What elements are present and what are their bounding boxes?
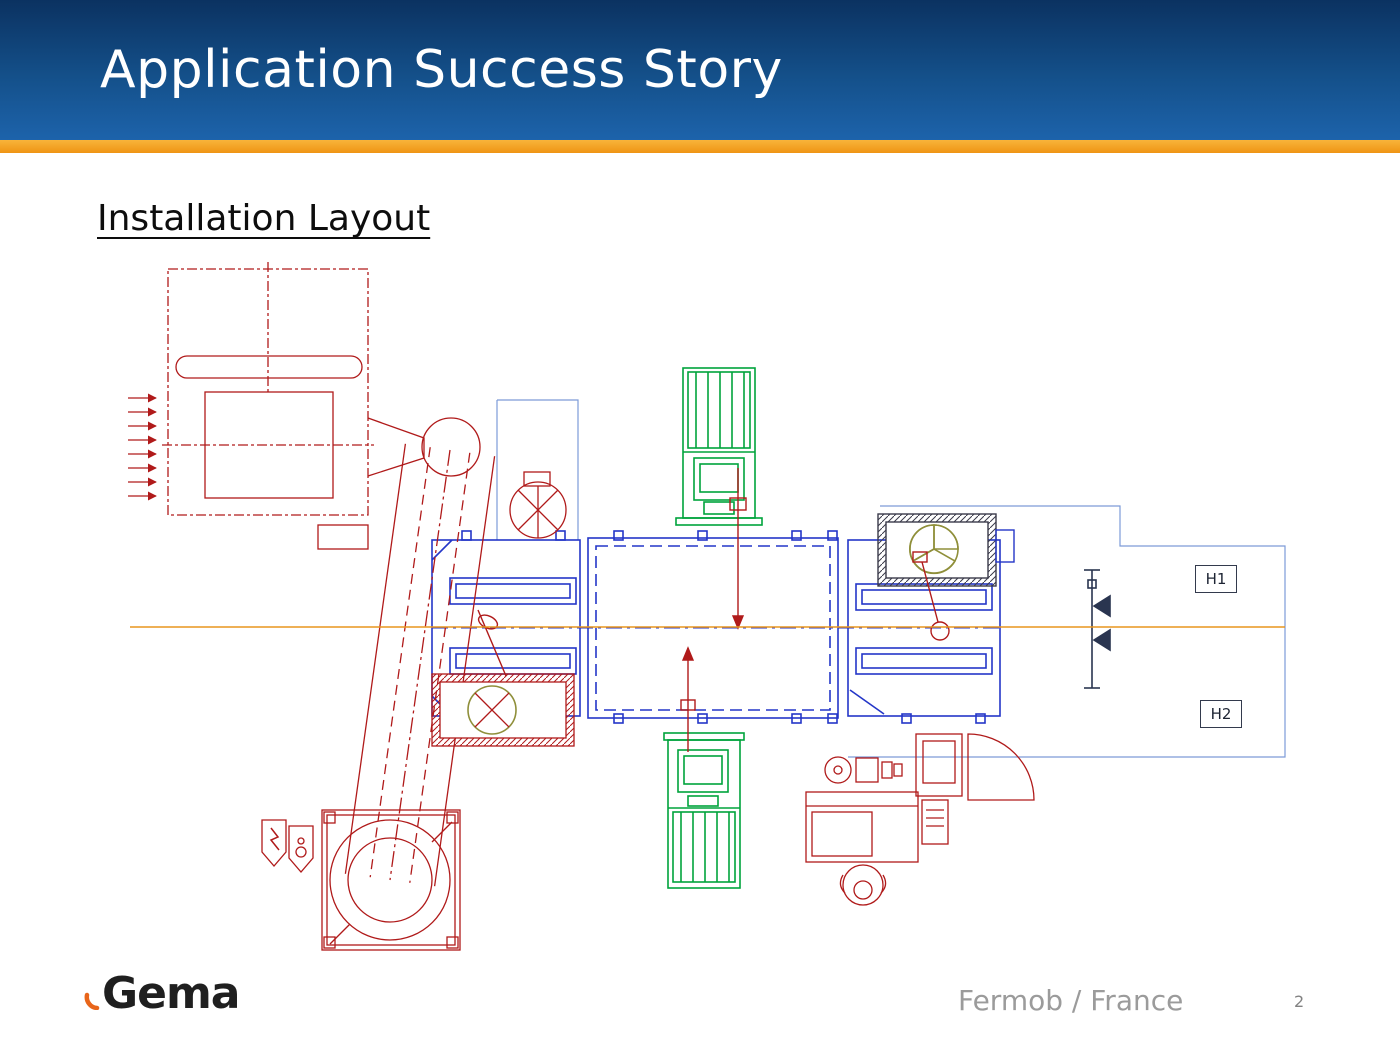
fresh-powder-unit-top xyxy=(675,367,763,526)
operator-figure xyxy=(839,864,887,906)
hanger-label-h2: H2 xyxy=(1200,700,1242,728)
hanger-station xyxy=(1084,569,1111,689)
logo-flame-icon xyxy=(84,970,100,1021)
footer-project: Fermob / France xyxy=(958,984,1184,1017)
air-flow-arrows xyxy=(128,393,157,501)
sieve-unit xyxy=(509,471,567,539)
powder-recovery-unit xyxy=(321,809,461,951)
utility-symbols xyxy=(261,819,314,873)
control-equipment xyxy=(805,733,1035,906)
oven-unit xyxy=(128,262,374,550)
hanger-label-h1: H1 xyxy=(1195,565,1237,593)
filter-unit xyxy=(431,673,575,747)
section-heading: Installation Layout xyxy=(97,198,431,239)
gun-axes xyxy=(477,468,950,752)
powder-unit-bottom xyxy=(663,732,745,889)
slide-title: Application Success Story xyxy=(100,40,783,100)
site-boundary xyxy=(496,399,1286,758)
coating-booth xyxy=(431,530,1001,724)
gema-logo: Gema xyxy=(84,968,240,1021)
accent-bar xyxy=(0,140,1400,153)
page-number: 2 xyxy=(1294,992,1305,1011)
cyclone-unit xyxy=(877,513,1015,587)
logo-text: Gema xyxy=(102,968,240,1019)
slide-header: Application Success Story xyxy=(0,0,1400,140)
